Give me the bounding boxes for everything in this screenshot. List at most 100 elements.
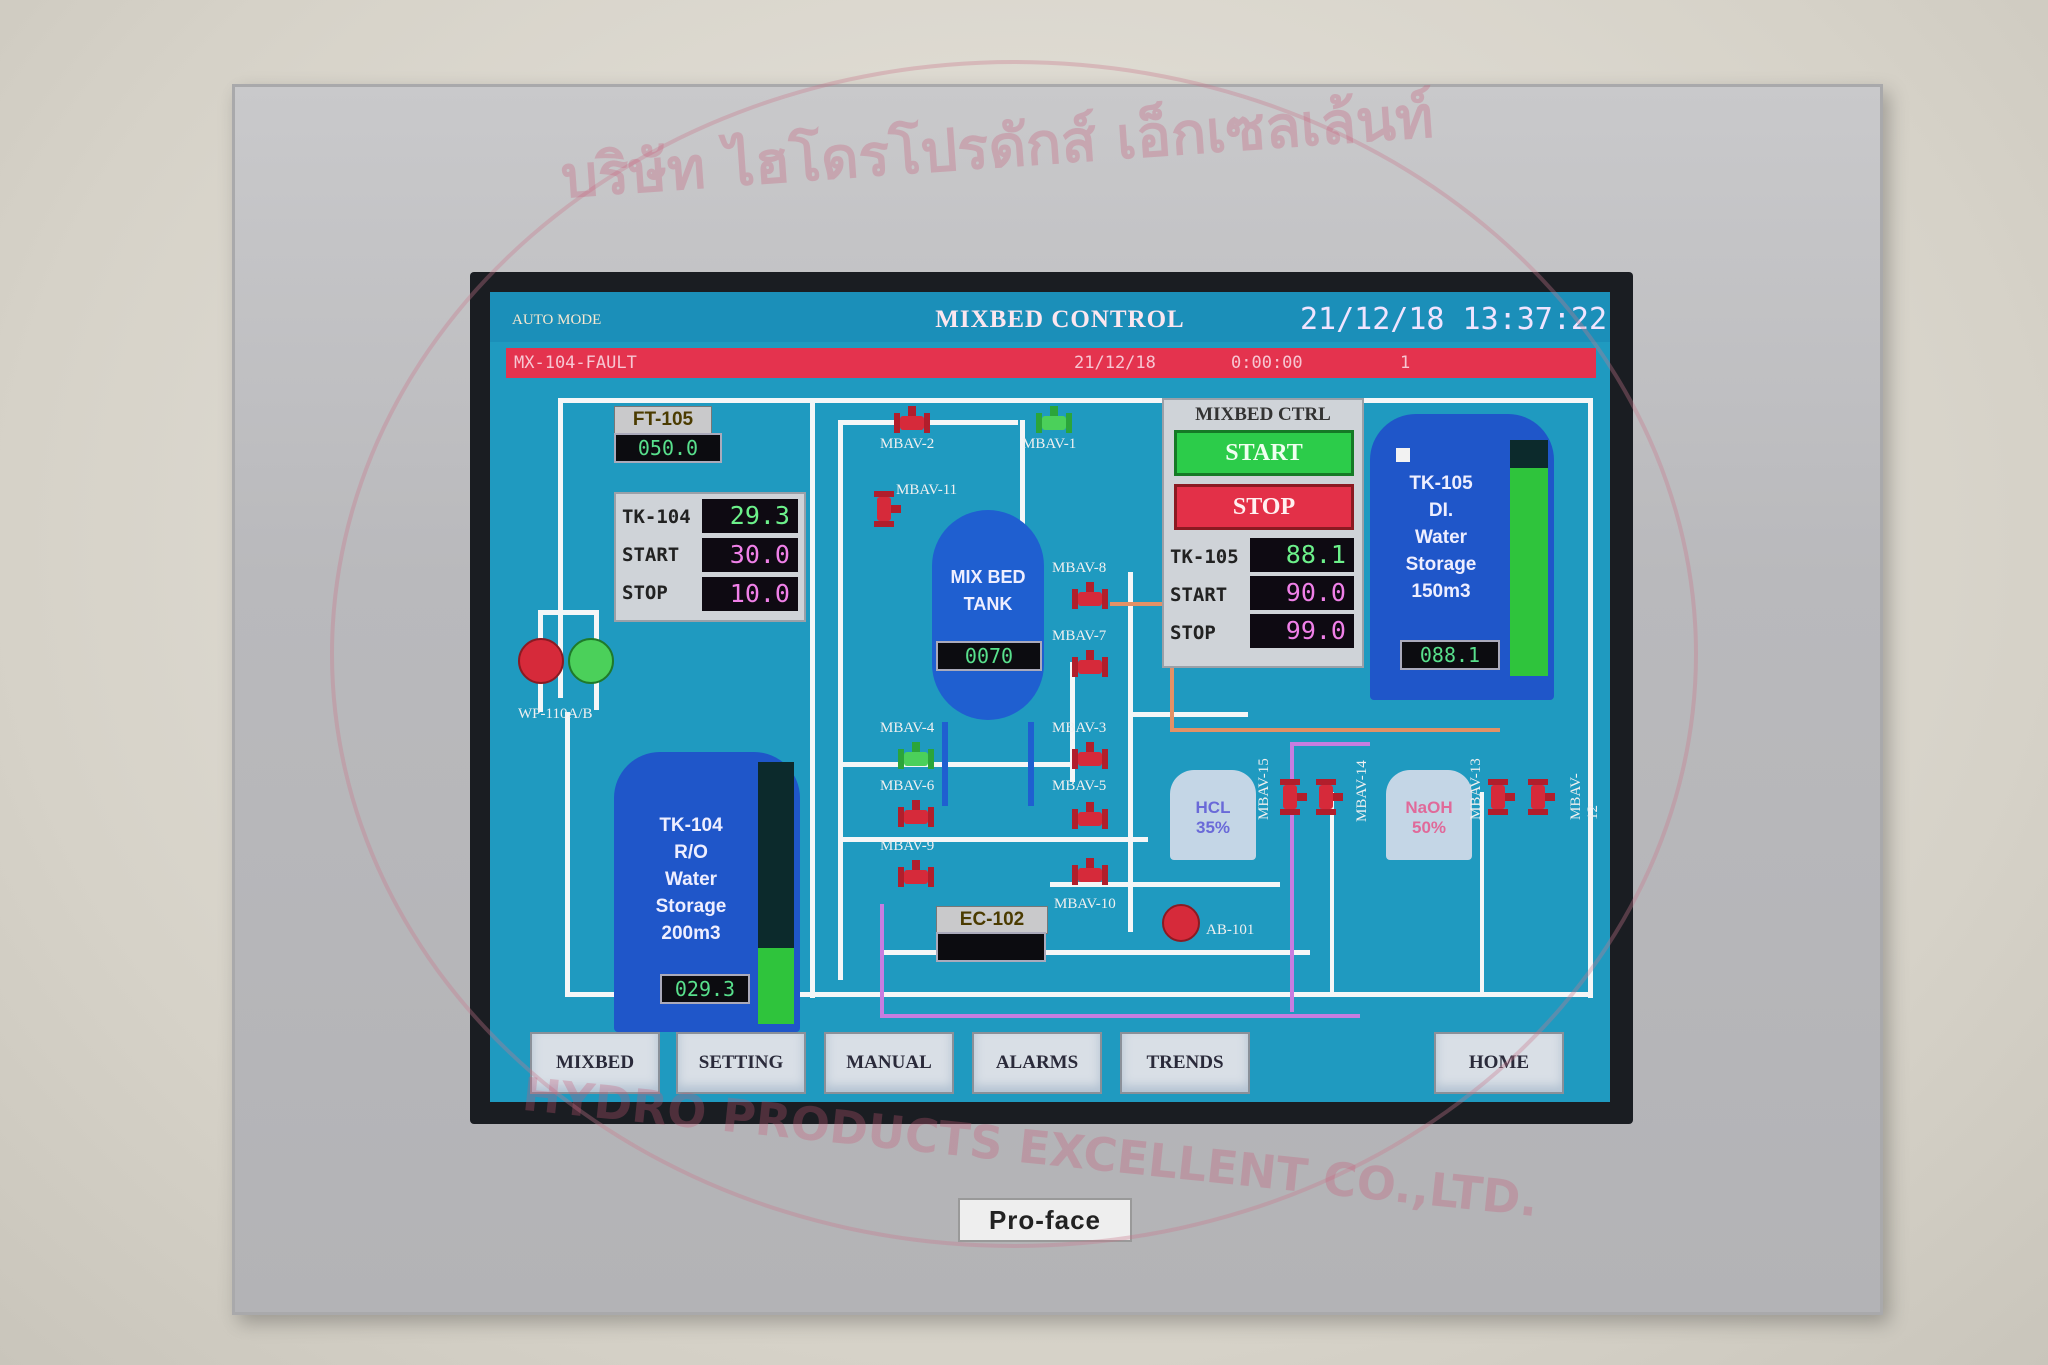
tk104-line: R/O — [674, 842, 708, 863]
alarm-count: 1 — [1400, 353, 1411, 373]
alarm-date: 21/12/18 — [1074, 353, 1156, 373]
pipe — [565, 992, 1591, 997]
tk104-line: Water — [664, 869, 718, 890]
ft105-value: 050.0 — [614, 433, 722, 463]
valve-mbav15[interactable] — [1277, 777, 1307, 817]
alarm-banner[interactable]: MX-104-FAULT 21/12/18 0:00:00 1 — [506, 348, 1596, 378]
nav-trends-button[interactable]: TRENDS — [1120, 1032, 1250, 1094]
tk104-level-fill — [758, 948, 794, 1024]
valve-mbav4-label: MBAV-4 — [880, 720, 935, 736]
pump-label: WP-110A/B — [518, 706, 593, 722]
valve-mbav10[interactable] — [1070, 858, 1110, 888]
mixbed-ctrl-panel: MIXBED CTRL START STOP TK-105 88.1 START… — [1162, 398, 1364, 668]
tk105-line: Water — [1414, 527, 1468, 548]
valve-mbav5[interactable] — [1070, 802, 1110, 832]
hcl-line: 35% — [1195, 818, 1231, 837]
pipe — [1128, 572, 1133, 932]
tk104-start-input[interactable]: 30.0 — [702, 538, 798, 572]
valve-mbav2[interactable] — [892, 406, 932, 436]
mixbed-ctrl-title: MIXBED CTRL — [1195, 404, 1331, 425]
tk105-tank-label: TK-105 DI. Water Storage 150m3 — [1376, 470, 1506, 605]
tk105-start-input[interactable]: 90.0 — [1250, 576, 1354, 610]
alarm-tag: MX-104-FAULT — [514, 353, 637, 373]
tk105-line: DI. — [1428, 500, 1454, 521]
tank-leg — [942, 722, 948, 806]
valve-mbav12[interactable] — [1525, 777, 1555, 817]
pipe — [1330, 792, 1334, 992]
tk105-stop-input[interactable]: 99.0 — [1250, 614, 1354, 648]
pipe — [1480, 792, 1484, 992]
valve-mbav3[interactable] — [1070, 742, 1110, 772]
nav-mixbed-button[interactable]: MIXBED — [530, 1032, 660, 1094]
hcl-tank-label: HCL 35% — [1170, 798, 1256, 838]
mixbed-tank[interactable] — [932, 510, 1044, 720]
nav-setting-button[interactable]: SETTING — [676, 1032, 806, 1094]
tk104-tank-label: TK-104 R/O Water Storage 200m3 — [626, 812, 756, 947]
tank-leg — [1028, 722, 1034, 806]
pump-b-icon[interactable] — [568, 638, 614, 684]
ec102-value — [936, 932, 1046, 962]
tk105-level-bar — [1510, 440, 1548, 676]
nav-alarms-button[interactable]: ALARMS — [972, 1032, 1102, 1094]
pipe-purple — [1290, 742, 1370, 746]
valve-mbav6-label: MBAV-6 — [880, 778, 935, 794]
valve-mbav4[interactable] — [896, 742, 936, 772]
pipe — [538, 610, 598, 615]
valve-mbav10-label: MBAV-10 — [1054, 896, 1116, 912]
naoh-tank-label: NaOH 50% — [1386, 798, 1472, 838]
nav-manual-button[interactable]: MANUAL — [824, 1032, 954, 1094]
alarm-time: 0:00:00 — [1231, 353, 1303, 373]
pipe-purple — [1290, 742, 1294, 1012]
valve-mbav12-label: MBAV-12 — [1568, 773, 1601, 820]
valve-mbav15-label: MBAV-15 — [1256, 758, 1272, 820]
valve-mbav7[interactable] — [1070, 650, 1110, 680]
tk104-start-label: START — [622, 544, 680, 566]
pipe — [1588, 398, 1593, 998]
tk105-stop-label: STOP — [1170, 622, 1216, 644]
tk105-level-value: 88.1 — [1250, 538, 1354, 572]
hcl-line: HCL — [1195, 798, 1231, 817]
pipe — [880, 950, 1310, 955]
stop-button[interactable]: STOP — [1174, 484, 1354, 530]
start-button[interactable]: START — [1174, 430, 1354, 476]
valve-mbav7-label: MBAV-7 — [1052, 628, 1107, 644]
valve-mbav2-label: MBAV-2 — [880, 436, 935, 452]
blower-icon[interactable] — [1162, 904, 1200, 942]
pipe — [1128, 712, 1248, 717]
valve-mbav6[interactable] — [896, 800, 936, 830]
tk104-stop-label: STOP — [622, 582, 668, 604]
valve-mbav14[interactable] — [1313, 777, 1343, 817]
naoh-line: 50% — [1411, 818, 1447, 837]
blower-label: AB-101 — [1206, 922, 1255, 938]
pipe — [1020, 420, 1025, 560]
naoh-tank[interactable] — [1386, 770, 1472, 860]
pipe — [1070, 662, 1075, 782]
valve-mbav1-label: MBAV-1 — [1022, 436, 1077, 452]
nav-home-button[interactable]: HOME — [1434, 1032, 1564, 1094]
pump-a-icon[interactable] — [518, 638, 564, 684]
mode-indicator: AUTO MODE — [512, 312, 602, 328]
tk105-start-label: START — [1170, 584, 1228, 606]
pipe — [558, 398, 1590, 403]
mixbed-tank-label: MIX BED TANK — [932, 564, 1044, 618]
hcl-tank[interactable] — [1170, 770, 1256, 860]
header-bar: AUTO MODE MIXBED CONTROL 21/12/18 13:37:… — [490, 292, 1610, 342]
tk105-line: 150m3 — [1411, 581, 1471, 602]
tk104-setpoint-panel: TK-104 29.3 START 30.0 STOP 10.0 — [614, 492, 806, 622]
pipe-purple — [880, 904, 884, 1014]
tk105-inlet — [1396, 448, 1410, 462]
pipe — [838, 837, 1148, 842]
valve-mbav14-label: MBAV-14 — [1354, 760, 1370, 822]
tk105-tank-value: 088.1 — [1400, 640, 1500, 670]
tk104-stop-input[interactable]: 10.0 — [702, 577, 798, 611]
datetime-display: 21/12/18 13:37:22 — [1300, 302, 1608, 337]
pipe — [838, 762, 1078, 767]
valve-mbav9[interactable] — [896, 860, 936, 890]
valve-mbav9-label: MBAV-9 — [880, 838, 935, 854]
valve-mbav8[interactable] — [1070, 582, 1110, 612]
tk105-line: Storage — [1405, 554, 1477, 575]
valve-mbav1[interactable] — [1034, 406, 1074, 436]
pipe-purple — [880, 1014, 1360, 1018]
valve-mbav13[interactable] — [1485, 777, 1515, 817]
valve-mbav11-label: MBAV-11 — [896, 482, 958, 498]
